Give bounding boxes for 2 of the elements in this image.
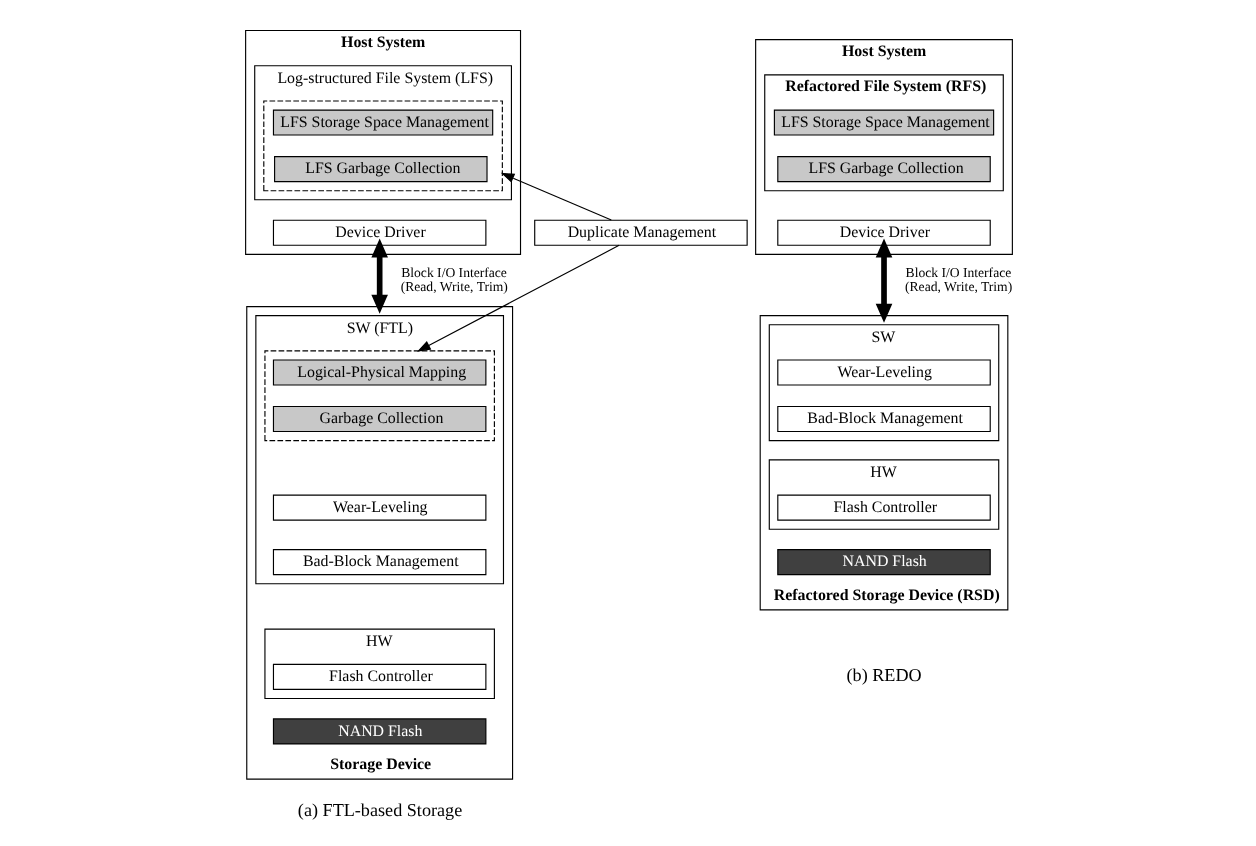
label: (a) FTL-based Storage <box>296 800 462 821</box>
label: (b) REDO <box>845 665 921 686</box>
